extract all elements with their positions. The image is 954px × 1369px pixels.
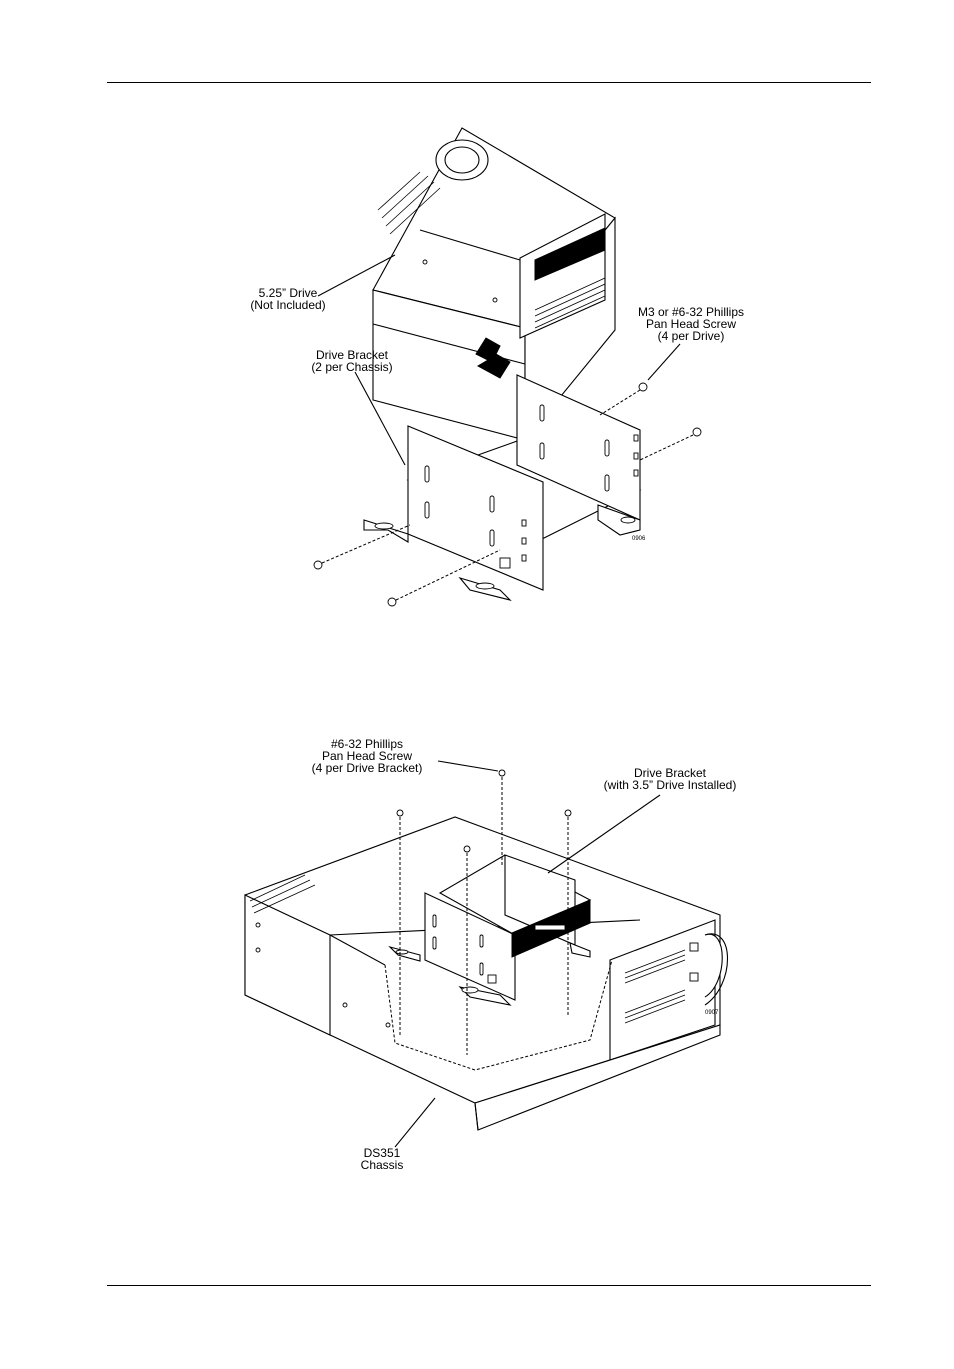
screw-label: M3 or #6-32 Phillips Pan Head Screw (4 p… [616, 306, 766, 342]
drive-525-label: 5.25” Drive (Not Included) [238, 287, 338, 311]
chassis-label-line2: Chassis [342, 1159, 422, 1171]
header-rule [107, 82, 871, 83]
bracket-label-line2: (2 per Chassis) [292, 361, 412, 373]
drive-525-illustration [373, 128, 615, 440]
chassis-bracket-label-line2: (with 3.5” Drive Installed) [590, 779, 750, 791]
figure-code-0907: 0907 [705, 1010, 718, 1016]
chassis-bracket-label: Drive Bracket (with 3.5” Drive Installed… [590, 767, 750, 791]
figure-code-0906: 0906 [632, 536, 645, 542]
drive-525-label-line2: (Not Included) [238, 299, 338, 311]
footer-rule [107, 1285, 871, 1286]
chassis-label: DS351 Chassis [342, 1147, 422, 1171]
drive-bracket-assembly-diagram [0, 110, 954, 630]
chassis-screw-label: #6-32 Phillips Pan Head Screw (4 per Dri… [297, 738, 437, 774]
bracket-label: Drive Bracket (2 per Chassis) [292, 349, 412, 373]
chassis-screw-label-line3: (4 per Drive Bracket) [297, 762, 437, 774]
chassis-installation-diagram [0, 725, 954, 1185]
screw-label-line3: (4 per Drive) [616, 330, 766, 342]
